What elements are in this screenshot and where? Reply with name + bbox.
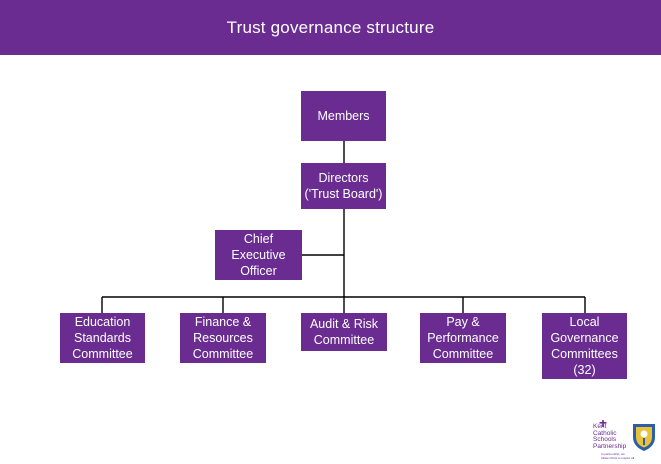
page-title: Trust governance structure xyxy=(226,17,435,37)
cross-icon xyxy=(599,420,607,427)
logo-tagline: In partnership, we follow Christ to insp… xyxy=(601,452,635,460)
education-standards-committee-box: Education Standards Committee xyxy=(60,313,145,363)
ceo-box: Chief Executive Officer xyxy=(215,230,302,280)
local-governance-committees-box: Local Governance Committees (32) xyxy=(542,313,627,379)
audit-risk-committee-box: Audit & Risk Committee xyxy=(301,313,387,351)
finance-resources-committee-box: Finance & Resources Committee xyxy=(180,313,266,363)
page-header: Trust governance structure xyxy=(0,0,661,55)
crest-icon xyxy=(633,424,655,451)
partnership-logo: Kent Catholic Schools Partnership In par… xyxy=(593,420,659,462)
logo-wordmark: Kent Catholic Schools Partnership xyxy=(593,423,627,450)
pay-performance-committee-box: Pay & Performance Committee xyxy=(420,313,506,363)
members-box: Members xyxy=(301,91,386,141)
directors-box: Directors ('Trust Board') xyxy=(301,163,386,209)
